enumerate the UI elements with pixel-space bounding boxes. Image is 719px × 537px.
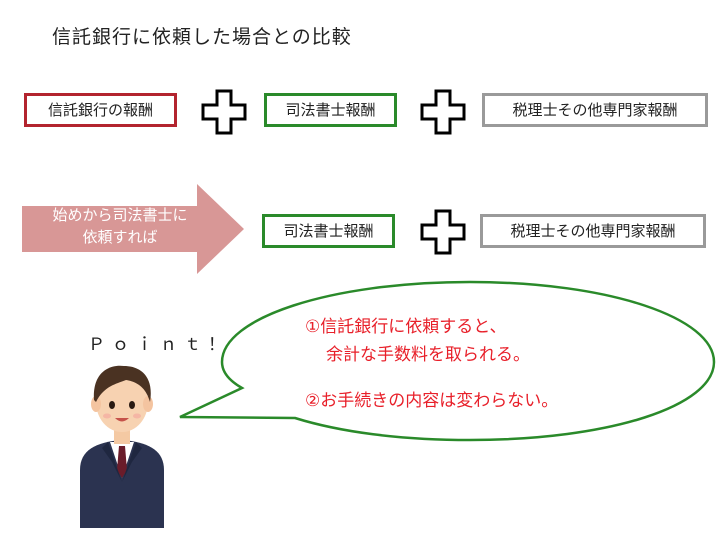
plus-icon — [201, 89, 247, 135]
arrow-label-line1: 始めから司法書士に — [52, 206, 188, 224]
point-label: Ｐｏｉｎｔ！ — [88, 335, 232, 355]
plus-icon — [420, 89, 466, 135]
judicial-scrivener-fee-box-2: 司法書士報酬 — [262, 214, 395, 248]
judicial-scrivener-fee-box: 司法書士報酬 — [264, 93, 397, 127]
businessman-icon — [80, 365, 164, 528]
bubble-line-1: ①信託銀行に依頼すると、 — [305, 317, 507, 337]
tax-accountant-fee-box: 税理士その他専門家報酬 — [482, 93, 708, 127]
arrow-label-line2: 依頼すれば — [82, 228, 158, 246]
tax-accountant-fee-box-2: 税理士その他専門家報酬 — [480, 214, 706, 248]
arrow-label: 始めから司法書士に 依頼すれば — [22, 204, 218, 248]
right-arrow-icon — [22, 184, 244, 274]
trust-bank-fee-box: 信託銀行の報酬 — [24, 93, 177, 127]
plus-icon — [420, 209, 466, 255]
page-title: 信託銀行に依頼した場合との比較 — [52, 26, 352, 48]
bubble-line-3: ②お手続きの内容は変わらない。 — [305, 391, 559, 411]
bubble-line-2: 余計な手数料を取られる。 — [326, 345, 530, 365]
